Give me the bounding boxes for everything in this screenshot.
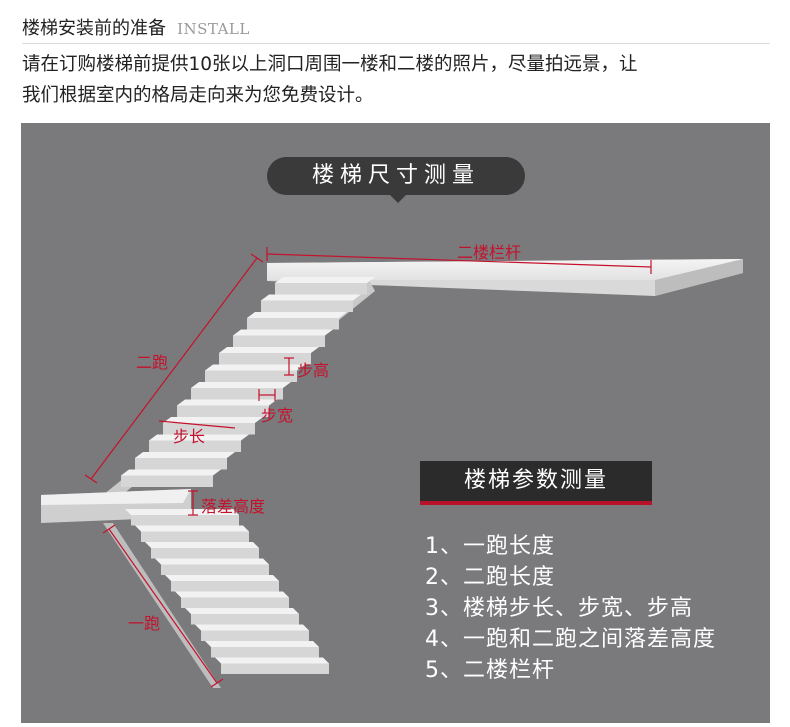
label-step-width: 步宽 (261, 406, 294, 425)
params-item: 2、二跑长度 (425, 565, 555, 590)
step-riser (233, 335, 325, 347)
step-tread (275, 277, 375, 283)
step-tread (205, 364, 305, 371)
step-tread (233, 329, 333, 336)
step-tread (191, 382, 291, 388)
label-second-flight: 二跑 (136, 353, 169, 372)
dimension-lines (84, 247, 652, 688)
step-tread (121, 469, 221, 476)
step-riser (163, 423, 255, 435)
step-riser (177, 405, 269, 417)
measure-badge-pointer (390, 195, 406, 203)
step-riser (131, 515, 239, 526)
step-riser (247, 318, 339, 330)
label-drop-height: 落差高度 (201, 497, 266, 516)
step-tread (247, 312, 347, 318)
step-riser (149, 440, 241, 452)
step-riser (261, 300, 353, 312)
step-tread (205, 641, 319, 647)
step-tread (135, 525, 249, 532)
params-title-box: 楼梯参数测量 (420, 461, 652, 505)
step-riser (221, 663, 329, 674)
step-tread (175, 591, 289, 598)
params-item: 4、一跑和二跑之间落差高度 (425, 627, 716, 652)
step-riser (191, 388, 283, 400)
step-riser (151, 548, 259, 559)
step-tread (261, 294, 361, 301)
second-flight-steps (121, 277, 375, 487)
label-step-length: 步长 (173, 427, 206, 446)
params-list: 1、一跑长度 2、二跑长度 3、楼梯步长、步宽、步高 4、一跑和二跑之间落差高度… (425, 531, 716, 686)
step-riser (135, 458, 227, 470)
section-title-en: INSTALL (177, 20, 250, 38)
step-tread (135, 452, 235, 458)
params-item: 1、一跑长度 (425, 534, 555, 559)
step-tread (177, 399, 277, 406)
step-riser (219, 353, 311, 365)
step-tread (195, 624, 309, 631)
params-item: 3、楼梯步长、步宽、步高 (425, 596, 693, 621)
step-tread (149, 434, 249, 441)
params-item: 5、二楼栏杆 (425, 658, 555, 683)
step-riser (171, 581, 279, 592)
step-riser (201, 630, 309, 641)
step-tread (215, 657, 329, 664)
step-tread (125, 509, 239, 515)
step-tread (163, 417, 263, 423)
section-header: 楼梯安装前的准备 INSTALL (22, 14, 250, 42)
stair-illustration (41, 247, 743, 688)
step-riser (181, 597, 289, 608)
second-floor-slab (267, 259, 743, 296)
first-flight-steps (125, 509, 329, 674)
step-tread (165, 575, 279, 581)
intro-text: 请在订购楼梯前提供10张以上洞口周围一楼和二楼的照片，尽量拍远景，让 我们根据室… (22, 49, 772, 111)
step-riser (211, 647, 319, 658)
step-riser (191, 614, 299, 625)
header-divider (22, 43, 770, 44)
measure-badge: 楼梯尺寸测量 (267, 157, 525, 195)
step-tread (155, 558, 269, 565)
step-riser (275, 283, 367, 295)
intro-line-1: 请在订购楼梯前提供10张以上洞口周围一楼和二楼的照片，尽量拍远景，让 (22, 54, 638, 75)
step-riser (161, 564, 269, 575)
step-tread (185, 608, 299, 614)
step-riser (205, 370, 297, 382)
intro-line-2: 我们根据室内的格局走向来为您免费设计。 (22, 85, 374, 106)
step-tread (219, 347, 319, 353)
label-step-height: 步高 (297, 361, 330, 380)
section-title: 楼梯安装前的准备 (22, 18, 166, 39)
step-riser (141, 531, 249, 542)
step-tread (145, 542, 259, 548)
label-first-flight: 一跑 (128, 614, 161, 633)
step-riser (121, 475, 213, 487)
stair-diagram-panel: 楼梯尺寸测量 二楼栏杆 二跑 步高 步宽 步长 落差高度 一跑 楼梯参数测量 1… (21, 123, 770, 723)
label-second-railing: 二楼栏杆 (457, 243, 522, 262)
params-title-accent (420, 501, 652, 505)
params-title: 楼梯参数测量 (463, 468, 608, 493)
